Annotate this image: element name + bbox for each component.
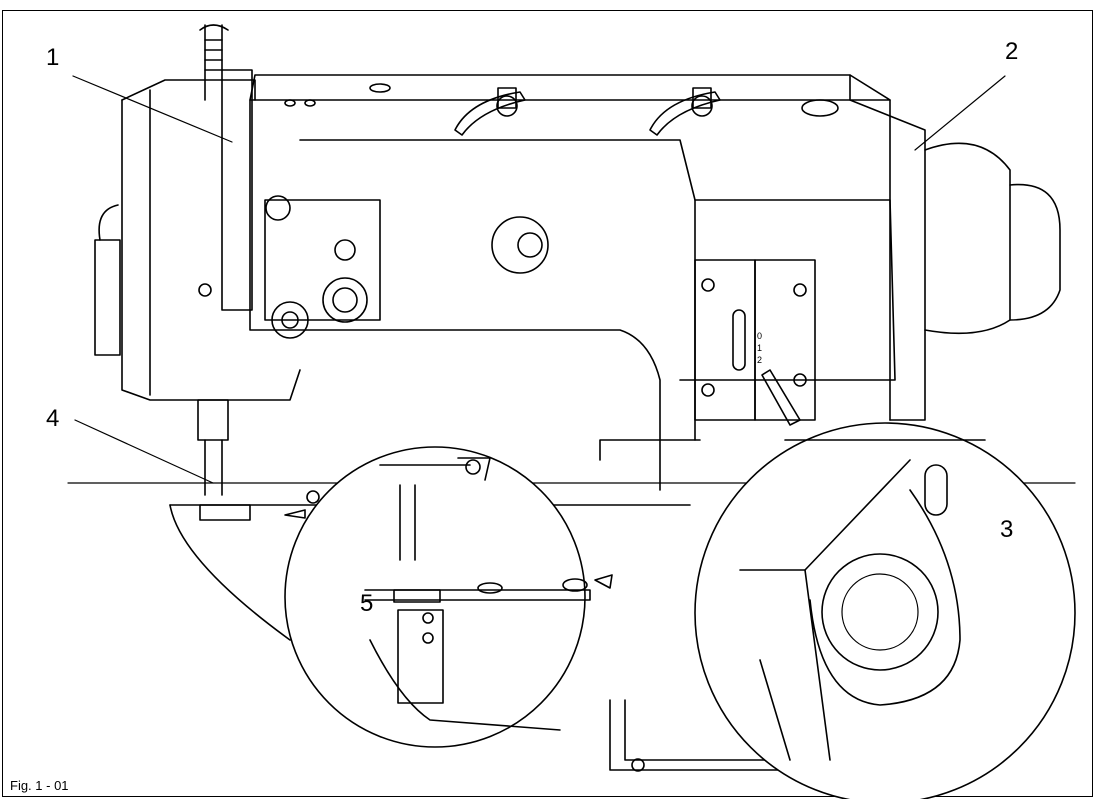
machine-head (94, 79, 301, 401)
needle-bar (197, 399, 320, 521)
detail-view-3 (694, 422, 1076, 799)
callout-1: 1 (46, 44, 60, 71)
scale-mark-1: 1 (757, 343, 762, 353)
callout-4: 4 (46, 405, 60, 432)
callout-5: 5 (360, 590, 374, 617)
scale-mark-0: 0 (757, 331, 762, 341)
machine-arm (249, 74, 1061, 491)
figure-caption: Fig. 1 - 01 (10, 778, 69, 793)
tension-assembly (198, 195, 549, 339)
detail-view-5 (284, 446, 613, 748)
figure-frame (2, 10, 1093, 797)
stitch-regulator (694, 259, 816, 426)
callout-2: 2 (1005, 38, 1019, 65)
scale-mark-2: 2 (757, 355, 762, 365)
callout-3: 3 (1000, 516, 1014, 543)
part-1-guard (199, 24, 253, 311)
scale-marks: 0 1 2 (757, 331, 762, 365)
thread-guides (454, 87, 721, 136)
